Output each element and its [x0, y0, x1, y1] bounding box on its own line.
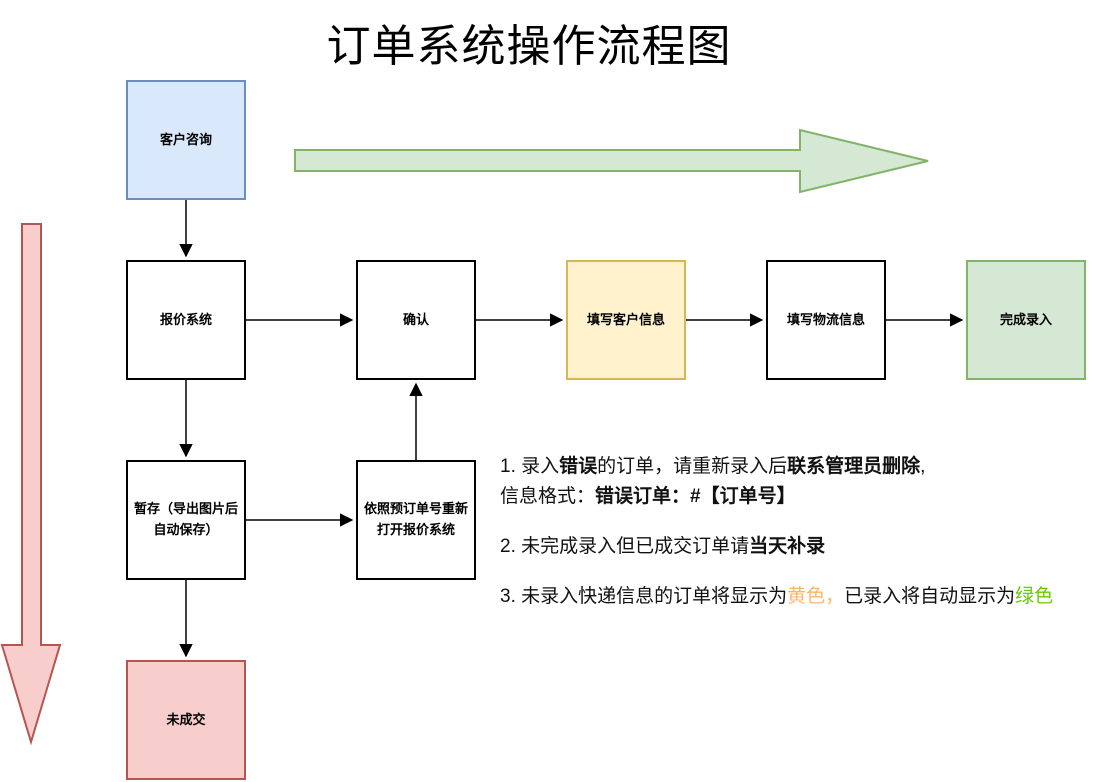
note-3-yellow-highlight: 黄色， [787, 586, 845, 607]
note-1-comma: , [920, 456, 926, 477]
note-1-bold-contact-admin: 联系管理员删除 [787, 456, 921, 477]
note-1-text: 1. 录入 [500, 456, 560, 477]
note-3-mid: 已录入将自动显示为 [844, 586, 1016, 607]
note-1-bold-error: 错误 [559, 456, 598, 477]
forward-flow-big-arrow-icon [294, 128, 929, 194]
node-temp-save: 暂存（导出图片后自动保存） [126, 460, 246, 580]
node-quote-system: 报价系统 [126, 260, 246, 380]
node-complete-entry: 完成录入 [966, 260, 1086, 380]
node-customer-inquiry: 客户咨询 [126, 80, 246, 200]
node-reopen-quote-label: 依照预订单号重新打开报价系统 [364, 501, 469, 537]
node-customer-inquiry-label: 客户咨询 [159, 131, 212, 147]
note-2-text: 2. 未完成录入但已成交订单请 [500, 536, 750, 557]
node-fill-customer-info: 填写客户信息 [566, 260, 686, 380]
note-3-green-highlight: 绿色 [1015, 586, 1054, 607]
node-fill-logistics-info-label: 填写物流信息 [786, 311, 865, 327]
node-fill-customer-info-label: 填写客户信息 [586, 311, 665, 327]
note-2: 2. 未完成录入但已成交订单请当天补录 [500, 532, 1100, 562]
node-confirm: 确认 [356, 260, 476, 380]
node-complete-entry-label: 完成录入 [999, 311, 1052, 327]
node-fill-logistics-info: 填写物流信息 [766, 260, 886, 380]
note-1: 1. 录入错误的订单，请重新录入后联系管理员删除, 信息格式：错误订单：#【订单… [500, 452, 1100, 512]
diagram-title: 订单系统操作流程图 [326, 22, 732, 71]
node-confirm-label: 确认 [402, 311, 429, 327]
node-quote-system-label: 报价系统 [159, 311, 212, 327]
note-2-bold-sameday: 当天补录 [749, 536, 826, 557]
notes-block: 1. 录入错误的订单，请重新录入后联系管理员删除, 信息格式：错误订单：#【订单… [500, 452, 1100, 632]
node-no-deal: 未成交 [126, 660, 246, 780]
node-temp-save-label: 暂存（导出图片后自动保存） [134, 501, 239, 537]
note-1-line2-bold-format: 错误订单：#【订单号】 [595, 486, 796, 507]
note-3: 3. 未录入快递信息的订单将显示为黄色，已录入将自动显示为绿色 [500, 582, 1100, 612]
node-reopen-quote: 依照预订单号重新打开报价系统 [356, 460, 476, 580]
node-no-deal-label: 未成交 [166, 711, 206, 727]
note-3-text: 3. 未录入快递信息的订单将显示为 [500, 586, 788, 607]
note-1-mid: 的订单，请重新录入后 [597, 456, 788, 477]
downward-flow-big-arrow-icon [0, 223, 62, 746]
note-1-line2-prefix: 信息格式： [500, 486, 596, 507]
